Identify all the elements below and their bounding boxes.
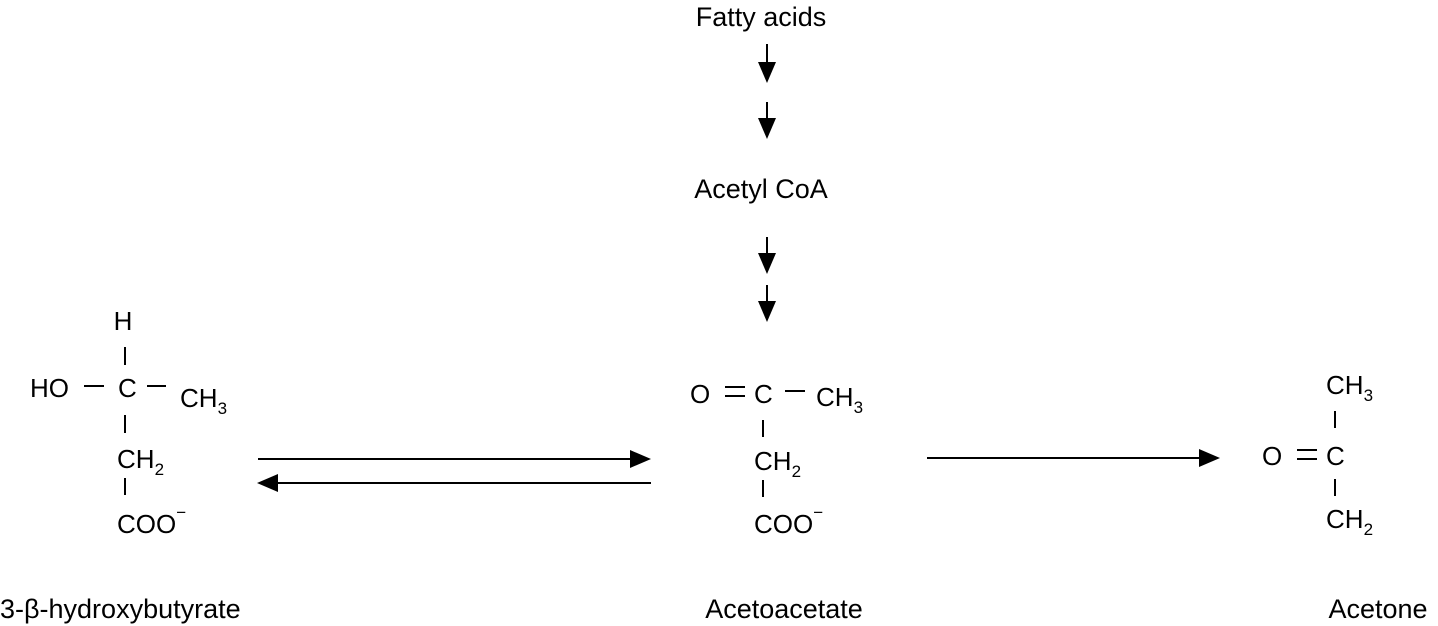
- methyl-group: CH3: [1326, 370, 1373, 405]
- acetoacetate-label: Acetoacetate: [705, 594, 863, 624]
- carbonyl-oxygen: O: [690, 379, 710, 409]
- acetone-structure: CH3 O C CH2: [1262, 370, 1373, 539]
- methylene-group: CH2: [754, 446, 801, 481]
- methyl-group: CH3: [180, 383, 227, 418]
- carbonyl-carbon: C: [1326, 441, 1345, 471]
- acetoacetate-structure: O C CH3 CH2 COO−: [690, 379, 863, 539]
- carboxylate-group: COO−: [117, 503, 186, 539]
- fatty-acids-label: Fatty acids: [696, 2, 827, 32]
- down-arrow-4: [758, 285, 776, 322]
- carbonyl-oxygen: O: [1262, 441, 1282, 471]
- down-arrow-1: [758, 44, 776, 83]
- forward-arrow-to-acetoacetate: [258, 450, 651, 468]
- hydroxybutyrate-structure: H HO C CH3 CH2 COO−: [30, 306, 227, 539]
- hydroxybutyrate-label: 3-β-hydroxybutyrate: [0, 594, 241, 624]
- carboxylate-group: COO−: [754, 503, 823, 539]
- methylene-group: CH2: [117, 444, 164, 479]
- reverse-arrow-to-hydroxybutyrate: [257, 474, 651, 492]
- methyl-group: CH3: [816, 382, 863, 417]
- acetyl-coa-label: Acetyl CoA: [694, 174, 828, 204]
- central-carbon: C: [118, 373, 137, 403]
- hydroxyl-group: HO: [30, 373, 69, 403]
- carbonyl-carbon: C: [754, 379, 773, 409]
- arrow-to-acetone: [927, 449, 1220, 467]
- down-arrow-2: [758, 102, 776, 139]
- down-arrow-3: [758, 237, 776, 274]
- methylene-group: CH2: [1326, 504, 1373, 539]
- acetone-label: Acetone: [1328, 594, 1427, 624]
- hydrogen-atom: H: [114, 306, 133, 336]
